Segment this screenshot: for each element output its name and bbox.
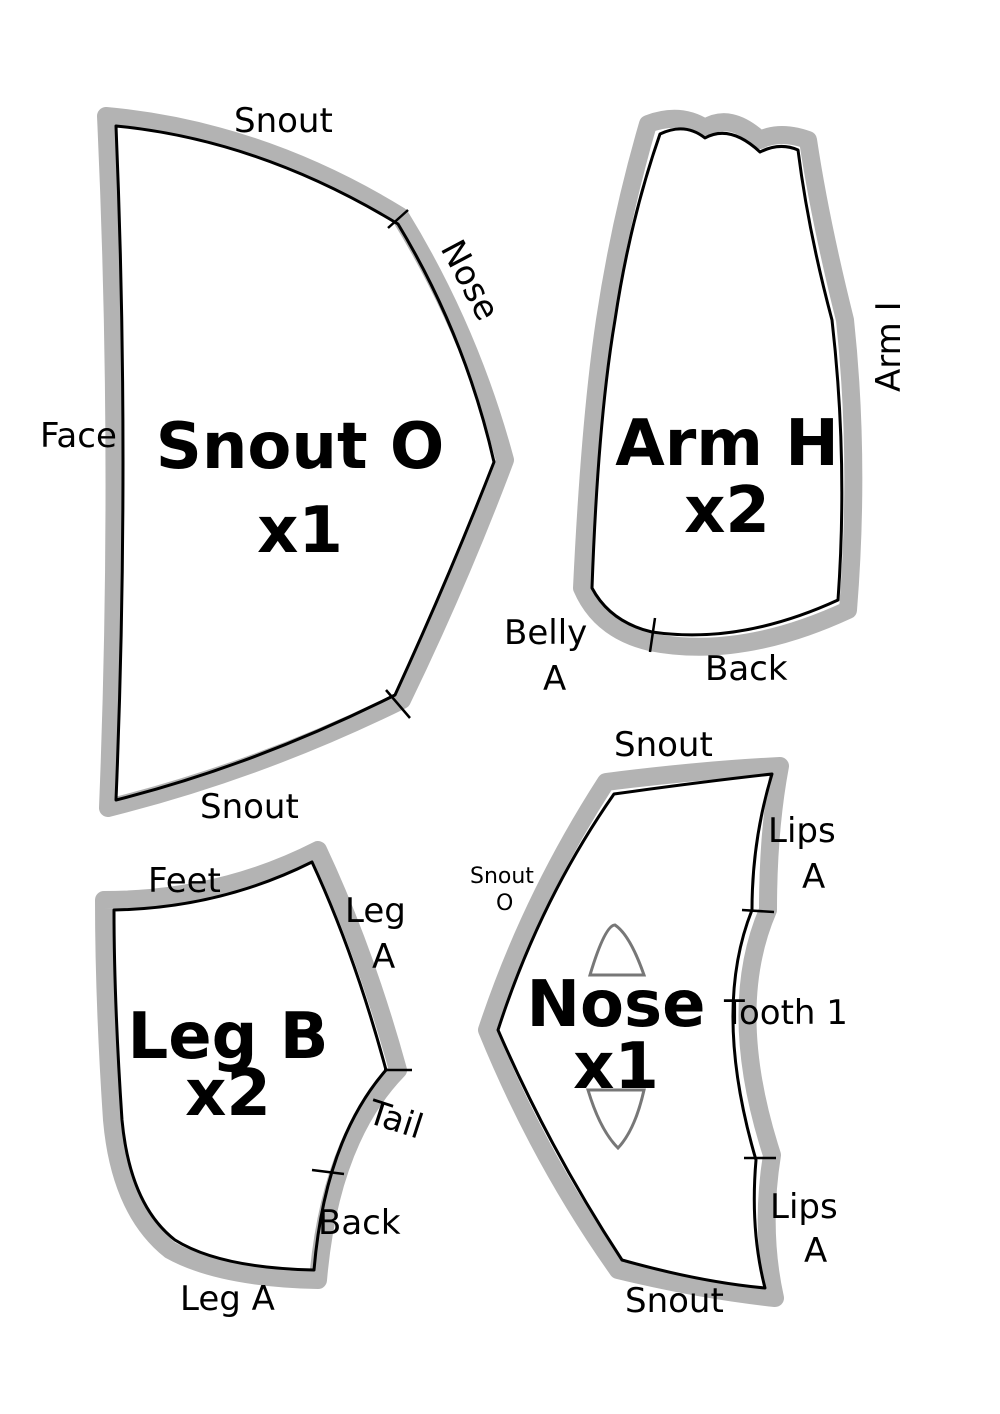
edge-label: A [802,857,825,897]
piece-leg-b: Feet Leg A Tail Back Leg A Leg B x2 [95,841,428,1319]
piece-title: Nose [526,968,705,1042]
edge-label: Tail [362,1092,428,1147]
edge-label: Snout [614,725,713,765]
edge-label: Leg A [180,1279,275,1319]
piece-title: Snout O [156,410,444,484]
notch [311,1168,345,1176]
piece-count: x2 [684,474,770,548]
piece-snout-o: Snout Nose Face Snout Snout O x1 [40,101,514,827]
notch [387,209,409,229]
piece-count: x1 [257,494,343,568]
piece-title: Arm H [615,407,839,481]
edge-label: Tooth 1 [723,993,848,1033]
piece-nose: Snout Snout O Lips A Tooth 1 Lips A Snou… [470,725,848,1321]
notch [741,908,775,914]
notch [385,689,411,719]
edge-label: Lips [770,1187,838,1227]
edge-label: Back [318,1203,401,1243]
edge-label: A [372,937,395,977]
edge-label: Snout [625,1281,724,1321]
piece-title: Leg B [127,1000,328,1074]
edge-label: A [543,659,566,699]
edge-label: Face [40,416,117,456]
edge-label: Feet [148,861,221,901]
piece-count: x2 [185,1057,271,1131]
edge-label: Back [705,649,788,689]
edge-label: Snout [470,864,534,889]
edge-label: O [496,891,513,916]
edge-label: Snout [234,101,333,141]
edge-label: Lips [768,811,836,851]
edge-label: A [804,1231,827,1271]
edge-label: Belly [504,613,587,653]
placement-triangle [585,1088,646,1151]
notch [648,617,657,653]
edge-label: Snout [200,787,299,827]
edge-label: Leg [345,891,406,931]
piece-arm-h: Arm I Belly A Back Arm H x2 [504,109,909,699]
piece-count: x1 [573,1030,659,1104]
placement-triangle [587,923,647,977]
edge-label: Arm I [869,301,909,392]
